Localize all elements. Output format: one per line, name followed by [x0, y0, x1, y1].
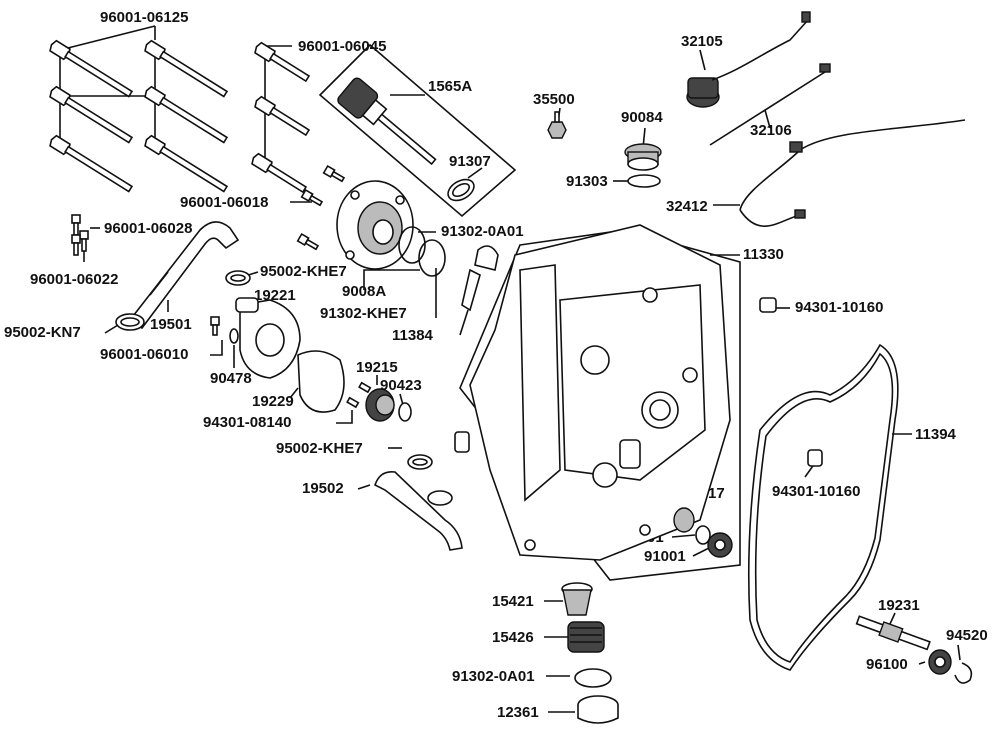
seal-91201 [695, 525, 711, 545]
gasket-19229 [297, 350, 345, 413]
label-95002-KHE7-a: 95002-KHE7 [260, 263, 347, 280]
circlip-94520 [954, 662, 973, 684]
label-11384: 11384 [392, 327, 434, 344]
plug-12361 [577, 695, 619, 724]
o-rings [398, 226, 446, 277]
label-94301-10160-a: 94301-10160 [795, 299, 883, 316]
bracket-11384 [461, 245, 499, 312]
gasket-11394 [747, 343, 899, 671]
spring-15426 [567, 621, 605, 653]
label-19231: 19231 [878, 597, 920, 614]
label-11330: 11330 [743, 246, 784, 263]
label-90084: 90084 [621, 109, 663, 126]
wire-32106 [709, 63, 831, 146]
label-19221: 19221 [254, 287, 296, 304]
label-96001-06028: 96001-06028 [104, 220, 192, 237]
label-32412: 32412 [666, 198, 708, 215]
label-12361: 12361 [497, 704, 539, 721]
o-ring-91302-0A01-bottom [574, 668, 612, 688]
label-32105: 32105 [681, 33, 723, 50]
label-91302-0A01-bot: 91302-0A01 [452, 668, 535, 685]
label-94301-10160-b: 94301-10160 [772, 483, 860, 500]
hose-clamps [115, 270, 453, 506]
seal-19217 [673, 507, 695, 533]
seal-90423 [398, 402, 412, 422]
label-90478: 90478 [210, 370, 252, 387]
label-90423: 90423 [380, 377, 422, 394]
label-91307: 91307 [449, 153, 491, 170]
pin-94301-08140 [346, 381, 372, 409]
part-labels: 96001-06125 96001-06045 1565A 32105 3550… [4, 9, 988, 721]
hose-19502 [374, 470, 463, 551]
dipstick-1565A [318, 43, 517, 218]
small-bolts [71, 164, 346, 336]
label-91303: 91303 [566, 173, 608, 190]
bearing-96100 [928, 649, 952, 675]
label-19502: 19502 [302, 480, 344, 497]
bearing-91001 [707, 532, 733, 558]
label-96001-06022: 96001-06022 [30, 271, 118, 288]
label-91302-0A01-top: 91302-0A01 [441, 223, 524, 240]
label-96001-06125: 96001-06125 [100, 9, 188, 26]
label-94520: 94520 [946, 627, 988, 644]
washer-90478 [229, 328, 239, 344]
hose-19501 [128, 221, 240, 330]
label-95002-KN7: 95002-KN7 [4, 324, 81, 341]
label-96100: 96100 [866, 656, 908, 673]
shaft-19231 [855, 615, 931, 651]
label-1565A: 1565A [428, 78, 472, 95]
label-32106: 32106 [750, 122, 792, 139]
impeller-19215 [365, 388, 395, 422]
dowel-pins [454, 297, 823, 467]
pump-housing [336, 180, 414, 270]
bolts-96001-06045 [251, 41, 311, 194]
wire-32412 [739, 119, 966, 227]
label-95002-KHE7-b: 95002-KHE7 [276, 440, 363, 457]
label-96001-06018: 96001-06018 [180, 194, 268, 211]
strainer-15421 [561, 582, 593, 616]
sensor-32105 [686, 11, 811, 108]
crankcase-cover-11330 [459, 224, 741, 581]
label-35500: 35500 [533, 91, 575, 108]
bolts-96001-06125 [49, 39, 229, 193]
label-91302-KHE7: 91302-KHE7 [320, 305, 407, 322]
label-15421: 15421 [492, 593, 534, 610]
label-94301-08140: 94301-08140 [203, 414, 291, 431]
label-9008A: 9008A [342, 283, 386, 300]
label-96001-06045: 96001-06045 [298, 38, 386, 55]
label-19229: 19229 [252, 393, 294, 410]
leader-lines [59, 25, 961, 713]
cap-90084 [624, 143, 662, 188]
label-19215: 19215 [356, 359, 398, 376]
label-96001-06010: 96001-06010 [100, 346, 188, 363]
label-11394: 11394 [915, 426, 957, 443]
pump-cover-19221 [235, 297, 301, 379]
bolt-35500 [547, 111, 567, 139]
label-19501: 19501 [150, 316, 192, 333]
label-15426: 15426 [492, 629, 534, 646]
label-91001: 91001 [644, 548, 686, 565]
